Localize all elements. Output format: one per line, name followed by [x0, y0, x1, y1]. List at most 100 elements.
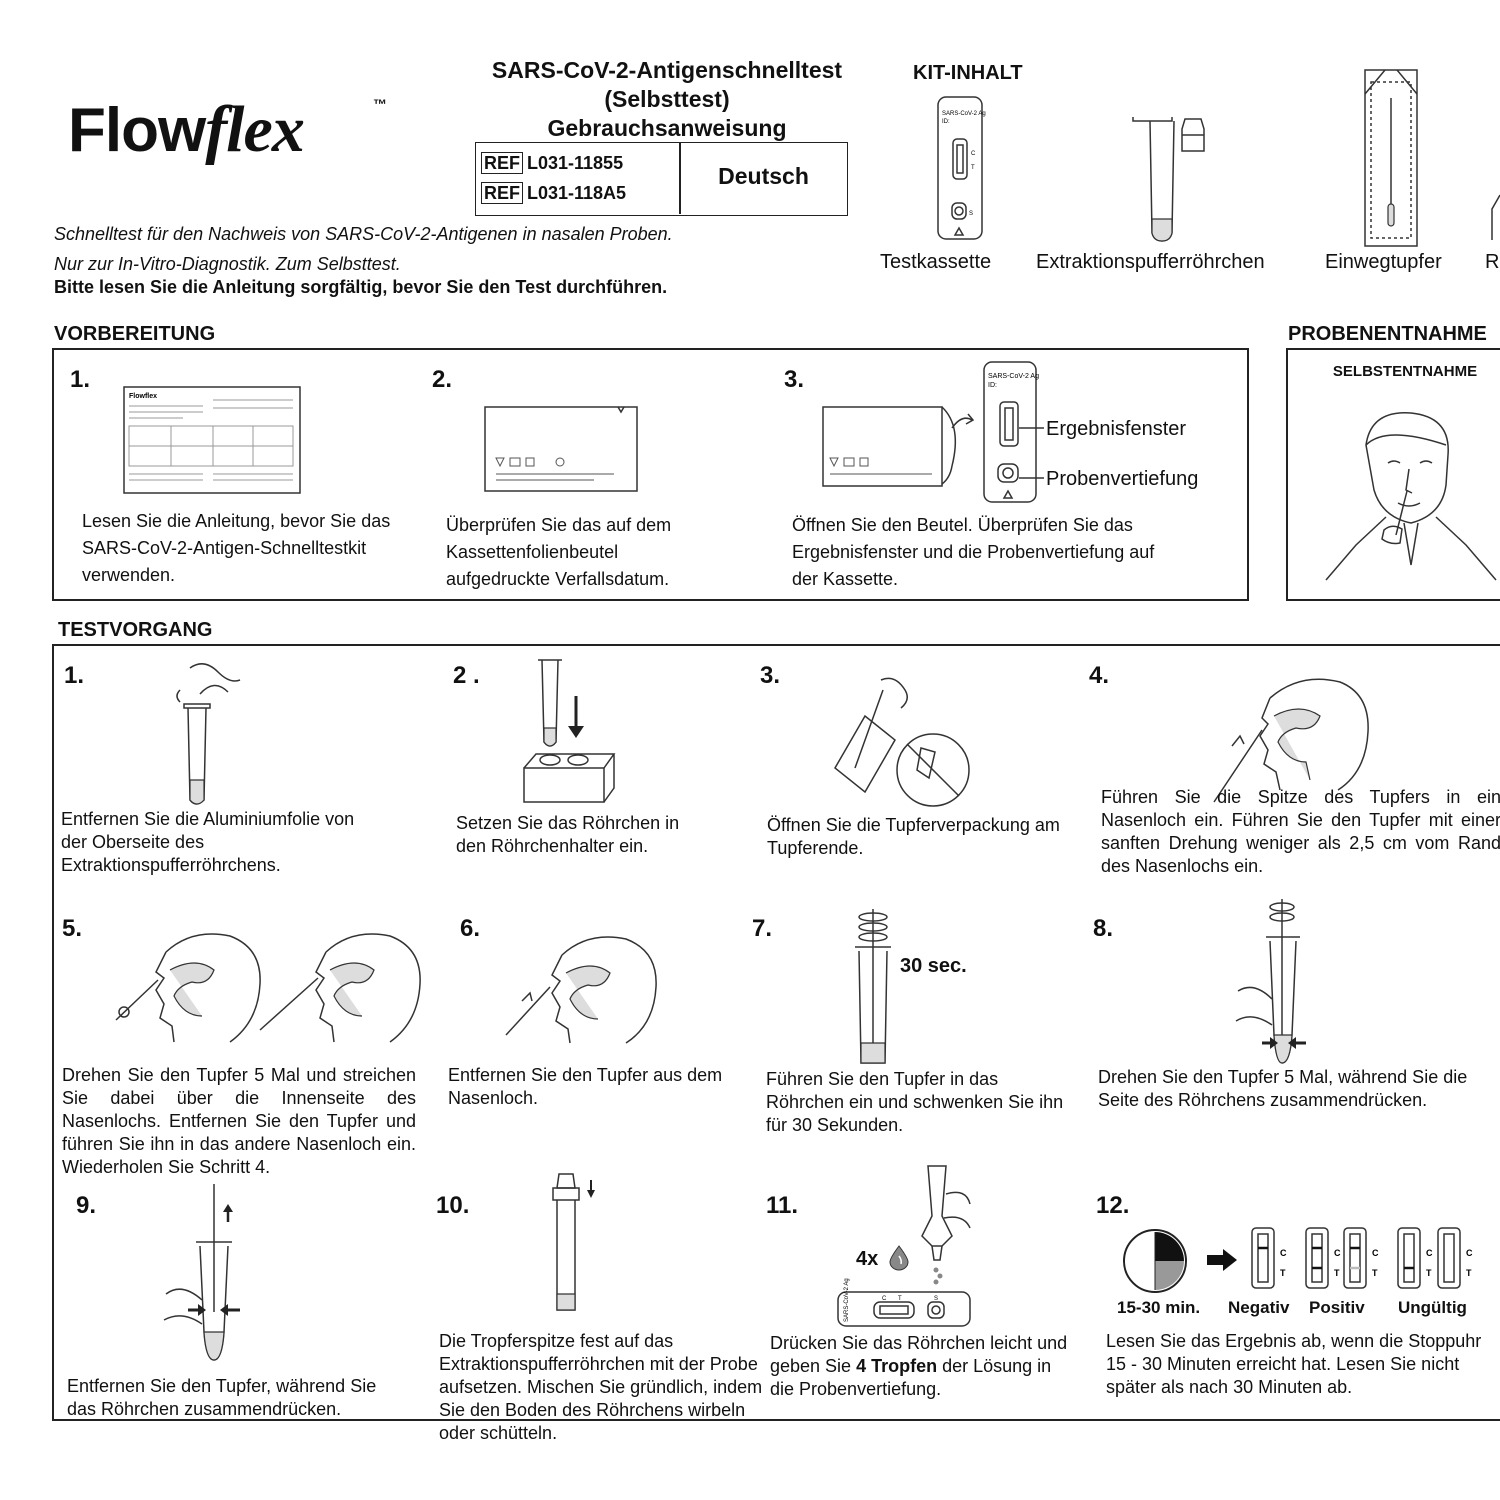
swab-package-opening-illustration: [834, 677, 970, 807]
test-step-2-number: 2 .: [453, 662, 480, 689]
tube-squeeze-rotate-illustration: [1235, 899, 1306, 1064]
instruction-leaflet-illustration: Flowflex: [123, 386, 301, 494]
ref-divider: [679, 143, 681, 214]
test-step-10-text: Die Tropferspitze fest auf das Extraktio…: [439, 1331, 763, 1443]
test-step-4-number: 4.: [1089, 662, 1110, 689]
extraction-tube-illustration: [1132, 117, 1205, 242]
intro-line-1: Schnelltest für den Nachweis von SARS-Co…: [54, 224, 673, 244]
language-label: Deutsch: [718, 163, 809, 189]
kit-title: KIT-INHALT: [913, 62, 1023, 84]
svg-text:T: T: [898, 1296, 902, 1302]
prep-step-2-number: 2.: [432, 366, 453, 393]
c-line-label: C: [1426, 1248, 1433, 1258]
tube-foil-removal-illustration: [176, 663, 241, 805]
self-sampling-title: SELBSTENTNAHME: [1332, 363, 1478, 380]
result-positive-label: Positiv: [1309, 1298, 1365, 1317]
step-11-text-part-c: der Lösung in die Probenvertiefung.: [770, 1356, 1052, 1399]
test-step-6-text: Entfernen Sie den Tupfer aus dem Nasenlo…: [448, 1065, 723, 1108]
test-step-3-text: Öffnen Sie die Tupferverpackung am Tupfe…: [767, 815, 1060, 858]
step-11-text-part-a: Drücken Sie das Röhrchen leicht und gebe…: [770, 1333, 1068, 1376]
label-result-window: Ergebnisfenster: [1046, 418, 1187, 440]
tube-holder-illustration: [523, 659, 616, 803]
swab-withdrawal-illustration: [163, 1184, 240, 1361]
kit-item-truncated: R: [1485, 251, 1500, 273]
logo-text-flow: Flow: [68, 96, 206, 165]
test-step-12-number: 12.: [1096, 1192, 1130, 1219]
t-line-label: T: [1466, 1268, 1472, 1278]
step-11-text-drops: 4 Tropfen: [856, 1356, 938, 1376]
cassette-horizontal-illustration: SARS-CoV-2 Ag C T S: [837, 1278, 971, 1327]
result-invalid-label: Ungültig: [1398, 1298, 1467, 1317]
doc-title: SARS-CoV-2-Antigenschnelltest (Selbsttes…: [460, 56, 874, 143]
ref-number-2: L031-118A5: [527, 183, 627, 203]
drop-count: 4x: [856, 1248, 879, 1270]
section-title-sampling: PROBENENTNAHME: [1288, 323, 1487, 345]
test-step-3-number: 3.: [760, 662, 781, 689]
test-step-2-text: Setzen Sie das Röhrchen in den Röhrchenh…: [456, 813, 680, 856]
svg-text:S: S: [969, 211, 973, 217]
procedure-panel: [52, 644, 1500, 1421]
test-step-7-number: 7.: [752, 915, 773, 942]
svg-text:SARS-CoV-2 Ag: SARS-CoV-2 Ag: [942, 111, 986, 117]
svg-text:S: S: [934, 1296, 938, 1302]
dropper-squeeze-illustration: [921, 1165, 971, 1285]
test-step-5-number: 5.: [62, 915, 83, 942]
svg-text:C: C: [971, 151, 976, 157]
foil-pouch-illustration: [484, 406, 638, 492]
c-line-label: C: [1334, 1248, 1341, 1258]
svg-text:ID:: ID:: [988, 382, 997, 389]
test-cassette-illustration: SARS-CoV-2 Ag ID: C T S: [937, 96, 986, 240]
step-7-duration: 30 sec.: [900, 955, 967, 977]
result-invalid-cassette-2: C T: [1437, 1227, 1473, 1289]
prep-step-3-text: Öffnen Sie den Beutel. Überprüfen Sie da…: [792, 515, 1155, 589]
prep-step-1-text: Lesen Sie die Anleitung, bevor Sie das S…: [82, 511, 391, 585]
prep-step-2-text: Überprüfen Sie das auf dem Kassettenfoli…: [446, 515, 672, 589]
t-line-label: T: [1280, 1268, 1286, 1278]
swab-rotation-illustration: [115, 933, 421, 1043]
c-line-label: C: [1280, 1248, 1287, 1258]
timer-icon: [1123, 1229, 1187, 1293]
logo-trademark: ™: [373, 96, 387, 112]
test-step-1-number: 1.: [64, 662, 85, 689]
cassette-detail-illustration: SARS-CoV-2 Ag ID:: [983, 361, 1044, 503]
test-step-8-number: 8.: [1093, 915, 1114, 942]
intro-line-3: Bitte lesen Sie die Anleitung sorgfältig…: [54, 277, 668, 297]
prep-step-3-number: 3.: [784, 366, 805, 393]
label-sample-well: Probenvertiefung: [1046, 468, 1199, 490]
c-line-label: C: [1466, 1248, 1473, 1258]
result-time-label: 15-30 min.: [1117, 1298, 1201, 1317]
t-line-label: T: [1426, 1268, 1432, 1278]
test-step-11-number: 11.: [766, 1192, 799, 1219]
test-step-6-number: 6.: [460, 915, 481, 942]
test-step-7-text: Führen Sie den Tupfer in das Röhrchen ei…: [766, 1069, 1064, 1135]
arrow-right-icon: [1207, 1249, 1237, 1271]
kit-item-cassette: Testkassette: [880, 251, 992, 273]
t-line-label: T: [1372, 1268, 1378, 1278]
swab-in-tube-illustration: [855, 909, 891, 1064]
section-title-preparation: VORBEREITUNG: [54, 323, 216, 345]
svg-text:ID:: ID:: [942, 119, 950, 125]
preparation-panel: [52, 348, 1249, 601]
title-line-1: SARS-CoV-2-Antigenschnelltest: [491, 57, 843, 83]
result-positive-cassette-2: C T: [1343, 1227, 1379, 1289]
sampling-panel: [1286, 348, 1500, 601]
svg-text:Flowflex: Flowflex: [129, 393, 157, 400]
test-step-1-text: Entfernen Sie die Aluminiumfolie von der…: [61, 809, 355, 875]
swab-removal-illustration: [505, 936, 657, 1044]
logo-text-flex: flex: [205, 93, 305, 166]
result-negative-label: Negativ: [1228, 1298, 1290, 1317]
title-line-2: (Selbsttest): [604, 86, 730, 112]
test-step-8-text: Drehen Sie den Tupfer 5 Mal, während Sie…: [1098, 1067, 1468, 1110]
test-step-5-text: Drehen Sie den Tupfer 5 Mal und streiche…: [62, 1065, 416, 1177]
test-step-9-text: Entfernen Sie den Tupfer, während Sie da…: [67, 1376, 377, 1419]
result-negative-cassette: C T: [1251, 1227, 1287, 1289]
test-step-12-text: Lesen Sie das Ergebnis ab, wenn die Stop…: [1106, 1331, 1482, 1397]
title-line-3: Gebrauchsanweisung: [547, 115, 787, 141]
result-positive-cassette-1: C T: [1305, 1227, 1341, 1289]
ref-symbol: REF: [481, 182, 523, 204]
swab-package-illustration: [1364, 69, 1418, 247]
swab-insertion-illustration: [1213, 678, 1369, 803]
test-step-4-text: Führen Sie die Spitze des Tupfers in ein…: [1101, 787, 1500, 876]
